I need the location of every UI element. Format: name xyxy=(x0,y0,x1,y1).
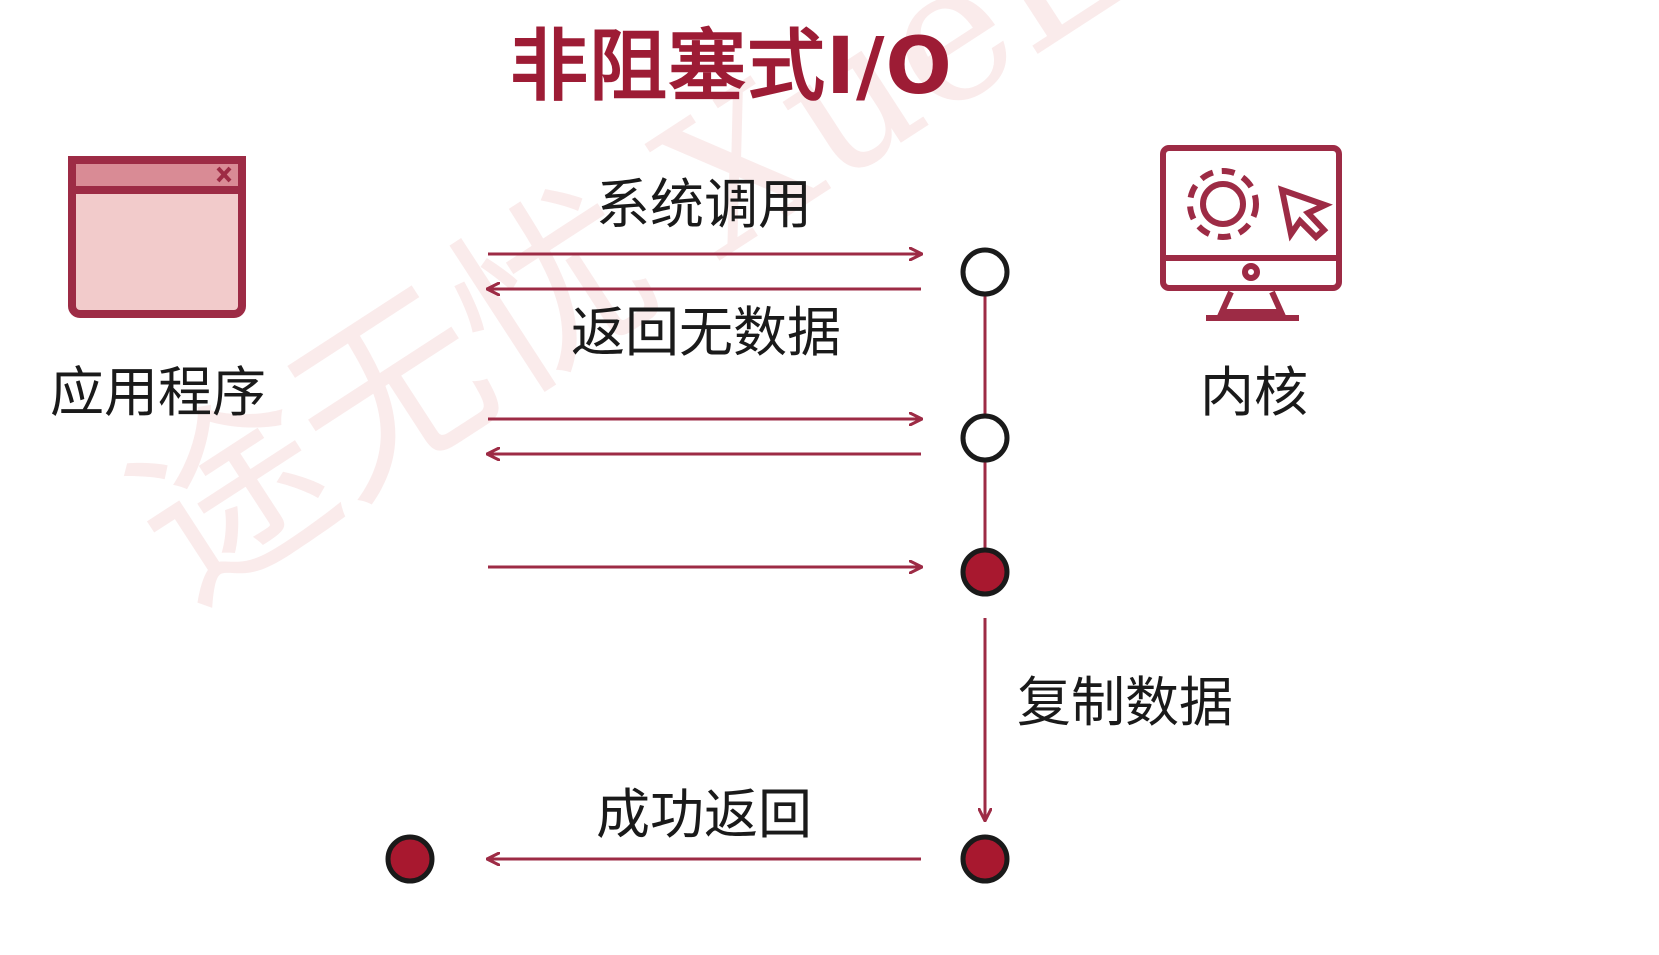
app-receive-node xyxy=(385,834,435,884)
syscall-label: 系统调用 xyxy=(596,173,812,236)
app-label: 应用程序 xyxy=(50,361,266,424)
success-label: 成功返回 xyxy=(596,783,812,846)
application-window-icon xyxy=(68,156,246,318)
copy-data-label: 复制数据 xyxy=(1017,671,1233,734)
state-node-ready xyxy=(960,547,1010,597)
kernel-label: 内核 xyxy=(1200,361,1308,424)
request-arrows xyxy=(488,254,921,859)
state-node-copied xyxy=(960,834,1010,884)
state-node-empty-1 xyxy=(960,247,1010,297)
computer-gear-cursor-icon xyxy=(1160,145,1342,321)
page-title: 非阻塞式I/O xyxy=(510,22,953,112)
state-node-empty-2 xyxy=(960,413,1010,463)
no-data-label: 返回无数据 xyxy=(571,301,841,364)
